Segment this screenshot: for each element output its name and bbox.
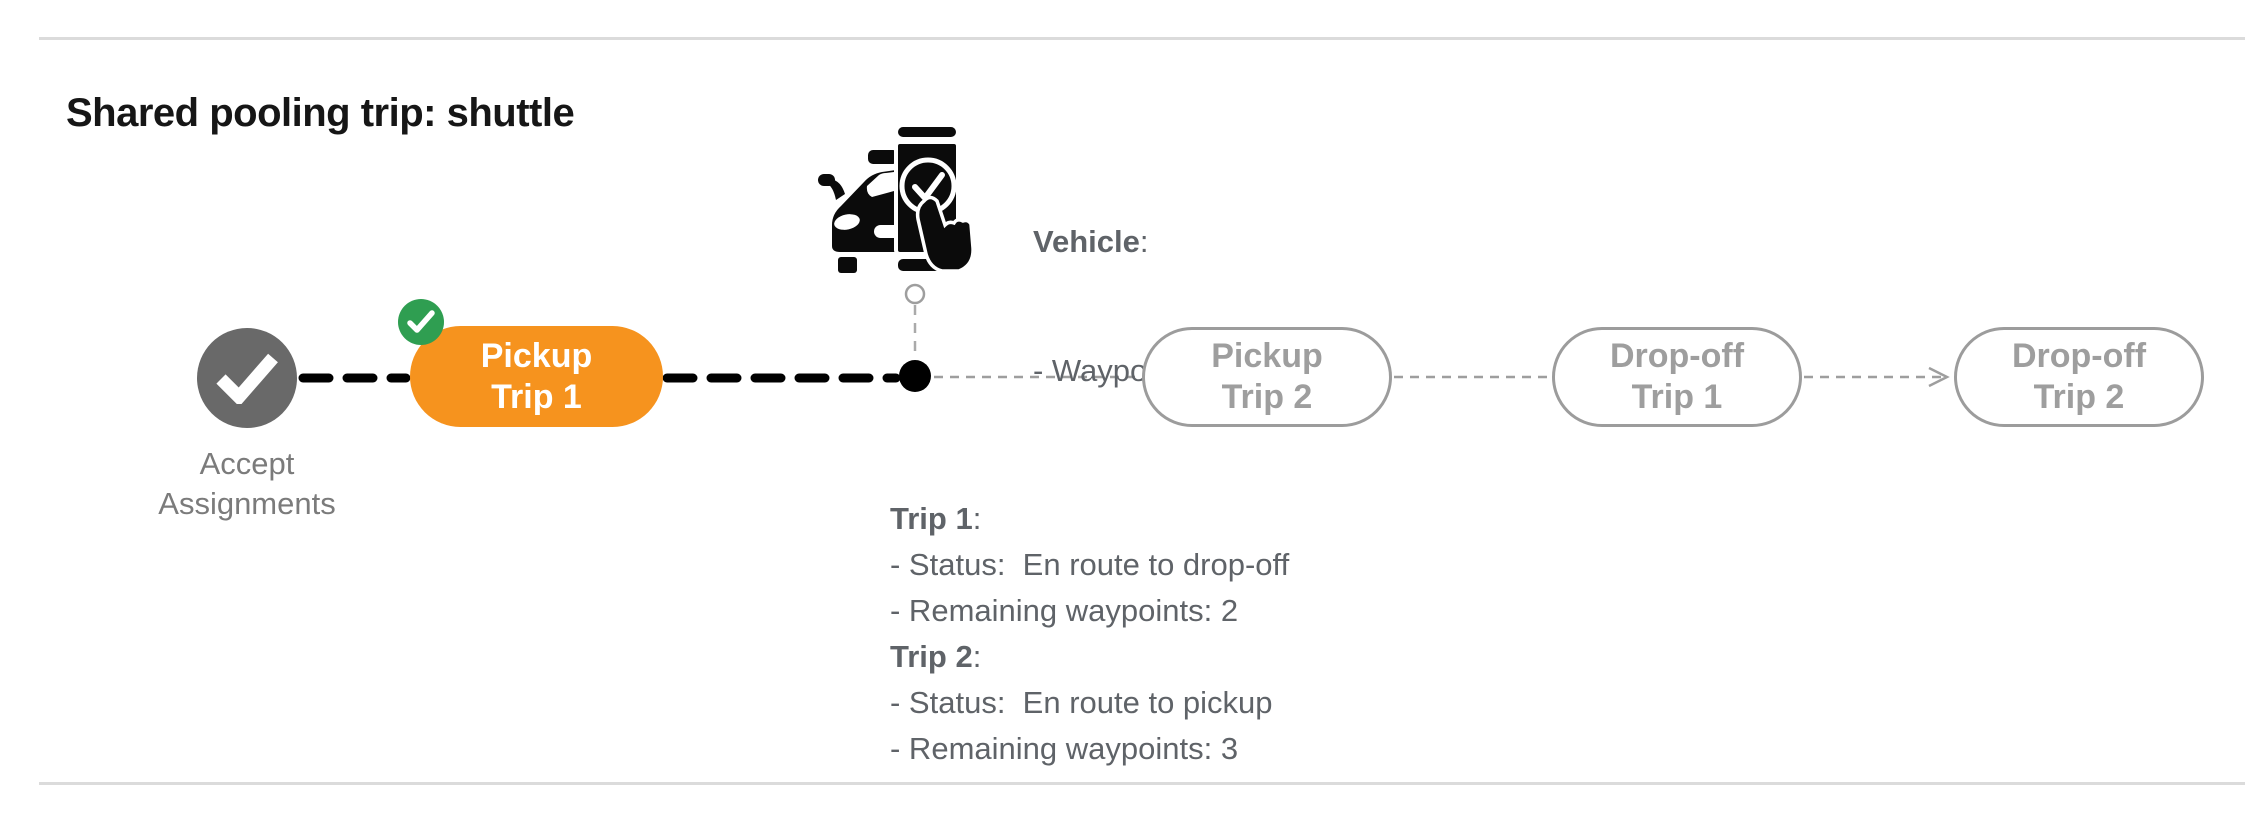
- timeline-node-dropoff-trip2: Drop-off Trip 2: [1954, 327, 2204, 427]
- node-label-line1: Pickup: [480, 336, 593, 375]
- trip1-waypoints-line: - Remaining waypoints: 2: [890, 593, 1239, 628]
- trip1-status-line: - Status: En route to drop-off: [890, 547, 1290, 582]
- node-label-line2: Trip 1: [491, 377, 582, 416]
- trip2-status-line: - Status: En route to pickup: [890, 685, 1273, 720]
- vehicle-phone-confirm-icon: [818, 124, 975, 275]
- node-label-line2: Trip 2: [1221, 378, 1313, 416]
- arrow-right-icon: [1928, 366, 1950, 388]
- trip2-heading: Trip 2:: [890, 639, 982, 674]
- vehicle-anchor-circle: [904, 283, 926, 305]
- node-label-line1: Pickup: [1211, 337, 1323, 375]
- trip1-heading: Trip 1:: [890, 501, 982, 536]
- page-title: Shared pooling trip: shuttle: [66, 90, 575, 135]
- accept-assignments-label: Accept Assignments: [158, 446, 336, 521]
- top-divider: [39, 37, 2245, 40]
- node-label-line1: Drop-off: [2011, 337, 2147, 375]
- timeline-node-pickup-trip1: Pickup Trip 1: [410, 326, 663, 427]
- vehicle-position-dot: [899, 360, 931, 392]
- timeline-node-dropoff-trip1: Drop-off Trip 1: [1552, 327, 1802, 427]
- check-icon: [407, 310, 435, 333]
- check-icon: [216, 353, 278, 404]
- trip2-waypoints-line: - Remaining waypoints: 3: [890, 731, 1239, 766]
- node-label-line2: Trip 2: [2033, 378, 2125, 416]
- trip-status-panel: Trip 1: - Status: En route to drop-off -…: [890, 496, 1289, 772]
- node-label-line1: Drop-off: [1609, 337, 1745, 375]
- timeline-node-pickup-trip2: Pickup Trip 2: [1142, 327, 1392, 427]
- bottom-divider: [39, 782, 2245, 785]
- completed-badge: [398, 299, 444, 345]
- node-label-line2: Trip 1: [1631, 378, 1723, 416]
- vehicle-info-heading: Vehicle:: [1033, 224, 1149, 259]
- accept-assignments-node: [197, 328, 297, 428]
- pointing-hand-icon: [915, 195, 975, 273]
